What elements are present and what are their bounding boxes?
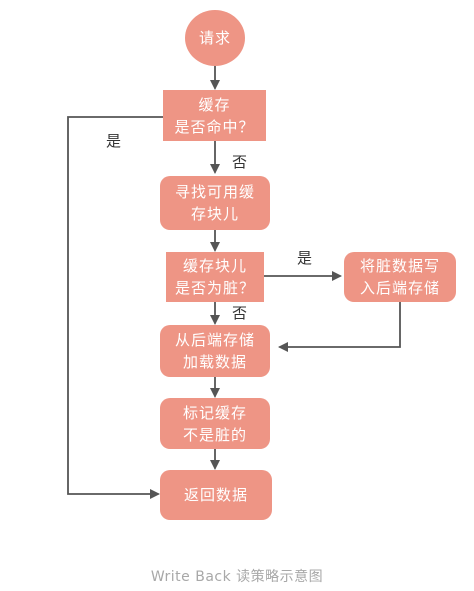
node-write-dirty-line-1: 将脏数据写 <box>359 257 440 275</box>
node-mark-dirty: 标记缓存 不是脏的 <box>160 398 270 449</box>
node-write-dirty-line-2: 入后端存储 <box>359 279 440 297</box>
edge-write-dirty-to-load <box>278 299 401 352</box>
node-cache-hit: 缓存 是否命中？ <box>163 90 266 141</box>
node-load-data-line-1: 从后端存储 <box>174 331 255 349</box>
node-is-dirty-line-1: 缓存块儿 <box>182 257 247 275</box>
node-mark-dirty-line-2: 不是脏的 <box>182 425 247 444</box>
node-is-dirty-line-2: 是否为脏？ <box>174 279 255 297</box>
node-load-data: 从后端存储 加载数据 <box>160 325 270 377</box>
node-return-data-label: 返回数据 <box>183 486 248 504</box>
diagram-caption: Write Back 读策略示意图 <box>150 569 324 585</box>
label-hit-yes: 是 <box>106 132 122 150</box>
node-write-dirty: 将脏数据写 入后端存储 <box>344 252 456 302</box>
node-request: 请求 <box>185 10 245 66</box>
label-hit-no: 否 <box>232 153 248 171</box>
node-cache-hit-line-1: 缓存 <box>198 95 231 114</box>
node-find-block-line-2: 存块儿 <box>190 205 239 223</box>
node-is-dirty: 缓存块儿 是否为脏？ <box>166 252 264 302</box>
label-dirty-yes: 是 <box>297 249 313 267</box>
label-dirty-no: 否 <box>232 304 248 322</box>
node-cache-hit-line-2: 是否命中？ <box>174 117 255 136</box>
node-load-data-line-2: 加载数据 <box>182 353 247 371</box>
node-return-data: 返回数据 <box>160 470 272 520</box>
node-find-block: 寻找可用缓 存块儿 <box>160 176 270 230</box>
node-request-label: 请求 <box>198 29 231 47</box>
node-find-block-line-1: 寻找可用缓 <box>174 183 255 201</box>
edge-cache-hit-yes <box>67 116 164 499</box>
node-mark-dirty-line-1: 标记缓存 <box>182 403 247 422</box>
